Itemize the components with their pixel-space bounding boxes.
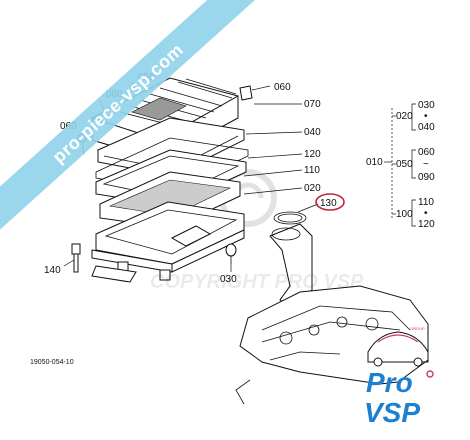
brand-vsp: VSP (364, 397, 420, 428)
label-130: 130 (320, 198, 337, 209)
label-140: 140 (44, 265, 61, 276)
label-040: 040 (304, 127, 321, 138)
tree-g3-dot: • (424, 208, 428, 219)
label-110: 110 (304, 165, 320, 176)
highlight-circle-130 (315, 193, 345, 211)
car-silhouette-icon (367, 331, 429, 367)
drawing-code: 19050-054-10 (30, 359, 74, 366)
copyright-watermark: COPYRIGHT PRO VSP (150, 271, 364, 293)
label-060-top: 060 (274, 82, 291, 93)
part-060-bolt-top (239, 85, 271, 101)
tree-g1-dot: • (424, 111, 428, 122)
intake-elbow (269, 223, 313, 307)
label-070: 070 (304, 99, 321, 110)
part-140-sensor (63, 243, 81, 273)
tree-g2-tilde: ~ (423, 159, 429, 170)
pro-vsp-logo: GROUP Pro VSP (364, 326, 434, 428)
brand-pro: Pro (366, 367, 413, 398)
part-020-lower-body (91, 201, 245, 283)
label-020: 020 (304, 183, 321, 194)
tree-g3-b: 120 (418, 219, 435, 230)
tree-g3-label: 100 (396, 209, 413, 220)
tree-g1-label: 020 (396, 111, 413, 122)
part-040-gasket (95, 137, 249, 193)
tree-g2-label: 050 (396, 159, 413, 170)
tree-root-010: 010 (366, 157, 383, 168)
part-130-oring (273, 211, 307, 225)
brand-group: GROUP (410, 326, 425, 331)
label-120: 120 (304, 149, 321, 160)
part-030-grommet (225, 243, 237, 264)
assembly-tree: 010 020 030 • 040 050 060 ~ 090 100 110 … (366, 100, 435, 230)
tree-g3-a: 110 (418, 197, 434, 208)
tree-g1-b: 040 (418, 122, 435, 133)
tree-g1-a: 030 (418, 100, 435, 111)
tree-g2-a: 060 (418, 147, 435, 158)
label-030: 030 (220, 274, 237, 285)
tree-g2-b: 090 (418, 172, 435, 183)
brand-accent-dot (426, 370, 434, 378)
air-filter-parts (63, 77, 313, 307)
